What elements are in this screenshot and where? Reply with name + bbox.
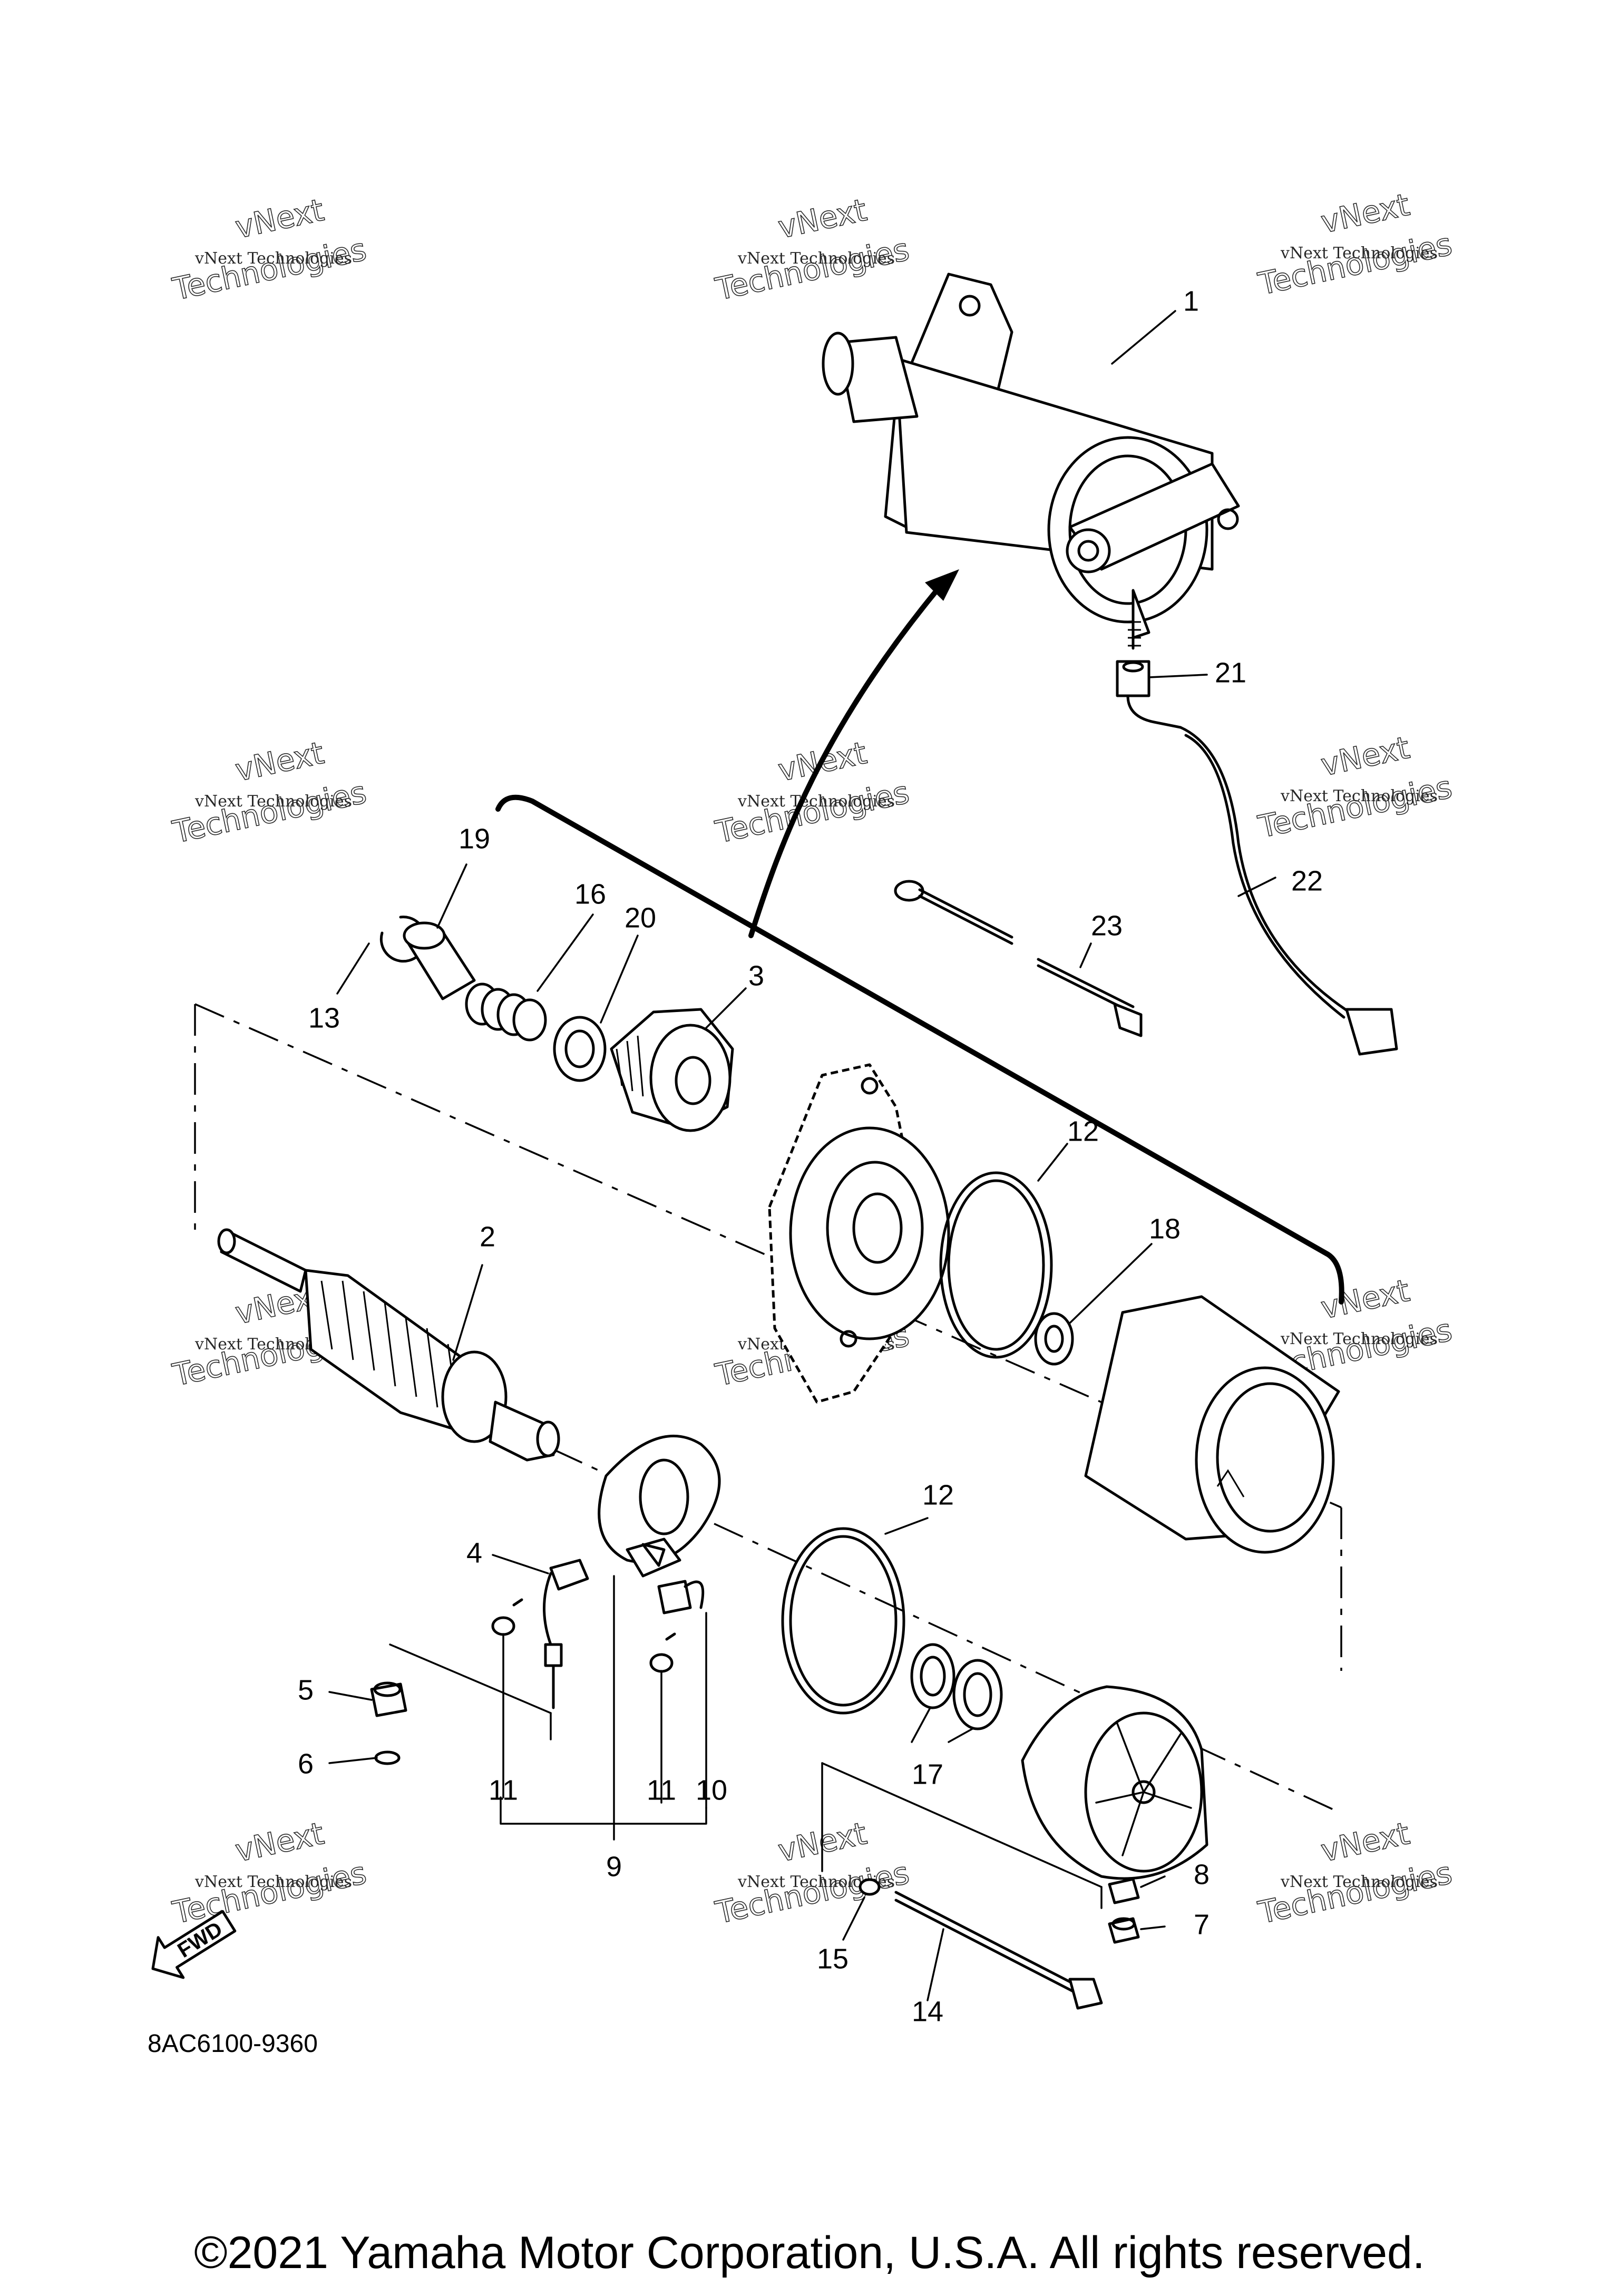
thrust-washer bbox=[1034, 1312, 1074, 1366]
copyright-notice: ©2021 Yamaha Motor Corporation, U.S.A. A… bbox=[194, 2227, 1425, 2278]
starter-motor-assembly bbox=[822, 273, 1240, 650]
svg-text:vNext Technologies: vNext Technologies bbox=[1280, 1873, 1438, 1891]
callout-4: 4 bbox=[466, 1537, 482, 1569]
callout-20: 20 bbox=[625, 902, 656, 933]
assembly-bracket bbox=[495, 569, 1344, 1305]
watermark: Technologies vNext Technologies vNext bbox=[712, 191, 913, 308]
svg-text:Technologies: Technologies bbox=[712, 231, 912, 307]
clutch-gear bbox=[610, 1008, 734, 1132]
callout-14: 14 bbox=[912, 1996, 943, 2027]
callout-23: 23 bbox=[1091, 910, 1123, 941]
svg-text:vNext Technologies: vNext Technologies bbox=[194, 249, 352, 268]
svg-text:vNext: vNext bbox=[232, 735, 327, 789]
svg-text:vNext Technologies: vNext Technologies bbox=[1280, 244, 1438, 262]
leader-lines bbox=[328, 310, 1276, 2001]
callout-12-lower: 12 bbox=[922, 1479, 954, 1511]
callout-9: 9 bbox=[606, 1851, 622, 1882]
watermark: Technologies vNext Technologies vNext bbox=[1255, 186, 1456, 303]
svg-text:vNext: vNext bbox=[1318, 1815, 1413, 1869]
callout-12-upper: 12 bbox=[1067, 1115, 1099, 1147]
callout-numbers: 1 2 3 4 5 6 7 8 9 10 11 11 12 12 13 14 1… bbox=[298, 285, 1323, 2027]
o-ring-lower bbox=[781, 1527, 905, 1715]
collar bbox=[403, 921, 476, 1000]
callout-3: 3 bbox=[748, 960, 764, 991]
brush bbox=[543, 1559, 589, 1709]
callout-11a: 11 bbox=[489, 1774, 518, 1806]
end-washers bbox=[910, 1643, 1003, 1730]
watermark: Technologies vNext Technologies vNext bbox=[169, 734, 370, 851]
svg-text:Technologies: Technologies bbox=[169, 774, 369, 850]
terminal-washer bbox=[374, 1750, 401, 1765]
callout-1: 1 bbox=[1183, 285, 1199, 317]
watermark: Technologies vNext Technologies vNext bbox=[712, 734, 913, 851]
svg-text:Technologies: Technologies bbox=[1255, 769, 1455, 845]
svg-text:Technologies: Technologies bbox=[1255, 226, 1455, 302]
callout-10: 10 bbox=[696, 1774, 727, 1806]
brush-screws bbox=[491, 1598, 676, 1673]
callout-2: 2 bbox=[480, 1221, 495, 1252]
callout-18: 18 bbox=[1149, 1213, 1181, 1244]
svg-text:Technologies: Technologies bbox=[1255, 1855, 1455, 1931]
watermarks: Technologies vNext Technologies vNext Te… bbox=[169, 186, 1456, 1931]
brush-right bbox=[657, 1580, 705, 1614]
svg-text:vNext: vNext bbox=[1318, 1272, 1413, 1326]
watermark: Technologies vNext Technologies vNext bbox=[712, 1815, 913, 1931]
diagram-code: 8AC6100-9360 bbox=[148, 2030, 318, 2058]
svg-text:Technologies: Technologies bbox=[712, 1855, 912, 1931]
watermark: Technologies vNext Technologies vNext bbox=[169, 1815, 370, 1931]
svg-text:vNext Technologies: vNext Technologies bbox=[1280, 787, 1438, 805]
callout-13: 13 bbox=[308, 1002, 340, 1034]
terminal-cable bbox=[1116, 621, 1398, 1056]
svg-text:vNext: vNext bbox=[1318, 187, 1413, 240]
arrow-head-icon bbox=[925, 569, 959, 601]
o-ring-upper bbox=[939, 1171, 1053, 1359]
svg-text:vNext Technologies: vNext Technologies bbox=[194, 1873, 352, 1891]
callout-16: 16 bbox=[574, 878, 606, 910]
callout-21: 21 bbox=[1215, 657, 1246, 688]
brush-holder-plate bbox=[598, 1434, 721, 1578]
callout-22: 22 bbox=[1291, 865, 1323, 897]
callout-17: 17 bbox=[912, 1758, 943, 1790]
armature bbox=[217, 1228, 560, 1462]
callout-8: 8 bbox=[1194, 1859, 1210, 1890]
callout-7: 7 bbox=[1194, 1909, 1210, 1940]
svg-text:vNext Technologies: vNext Technologies bbox=[1280, 1330, 1438, 1348]
svg-text:vNext Technologies: vNext Technologies bbox=[737, 792, 895, 811]
svg-text:vNext Technologies: vNext Technologies bbox=[737, 249, 895, 268]
callout-19: 19 bbox=[459, 823, 490, 854]
front-cover bbox=[768, 1063, 950, 1404]
callout-5: 5 bbox=[298, 1674, 314, 1706]
watermark: Technologies vNext Technologies vNext bbox=[169, 191, 370, 308]
through-bolt bbox=[894, 1891, 1103, 2010]
lead-wire bbox=[894, 880, 1143, 1037]
yoke-housing bbox=[1084, 1295, 1340, 1554]
svg-text:vNext: vNext bbox=[232, 1815, 327, 1869]
spring bbox=[465, 982, 547, 1042]
svg-text:Technologies: Technologies bbox=[712, 774, 912, 850]
svg-text:vNext: vNext bbox=[775, 192, 870, 246]
rear-nut-8 bbox=[1108, 1877, 1140, 1904]
bolt-washer bbox=[859, 1878, 881, 1896]
callout-6: 6 bbox=[298, 1748, 314, 1779]
terminal-nut bbox=[370, 1681, 407, 1717]
svg-text:Technologies: Technologies bbox=[169, 1855, 369, 1931]
rear-cover bbox=[1021, 1685, 1208, 1880]
callout-15: 15 bbox=[817, 1943, 848, 1974]
rear-nut-7 bbox=[1108, 1917, 1140, 1944]
watermark: Technologies vNext Technologies vNext bbox=[1255, 729, 1456, 845]
svg-text:vNext: vNext bbox=[1318, 729, 1413, 783]
svg-text:vNext Technologies: vNext Technologies bbox=[194, 792, 352, 811]
watermark: Technologies vNext Technologies vNext bbox=[1255, 1815, 1456, 1931]
washer bbox=[553, 1016, 607, 1082]
svg-text:vNext: vNext bbox=[232, 192, 327, 246]
callout-11b: 11 bbox=[647, 1774, 676, 1806]
svg-text:Technologies: Technologies bbox=[169, 231, 369, 307]
